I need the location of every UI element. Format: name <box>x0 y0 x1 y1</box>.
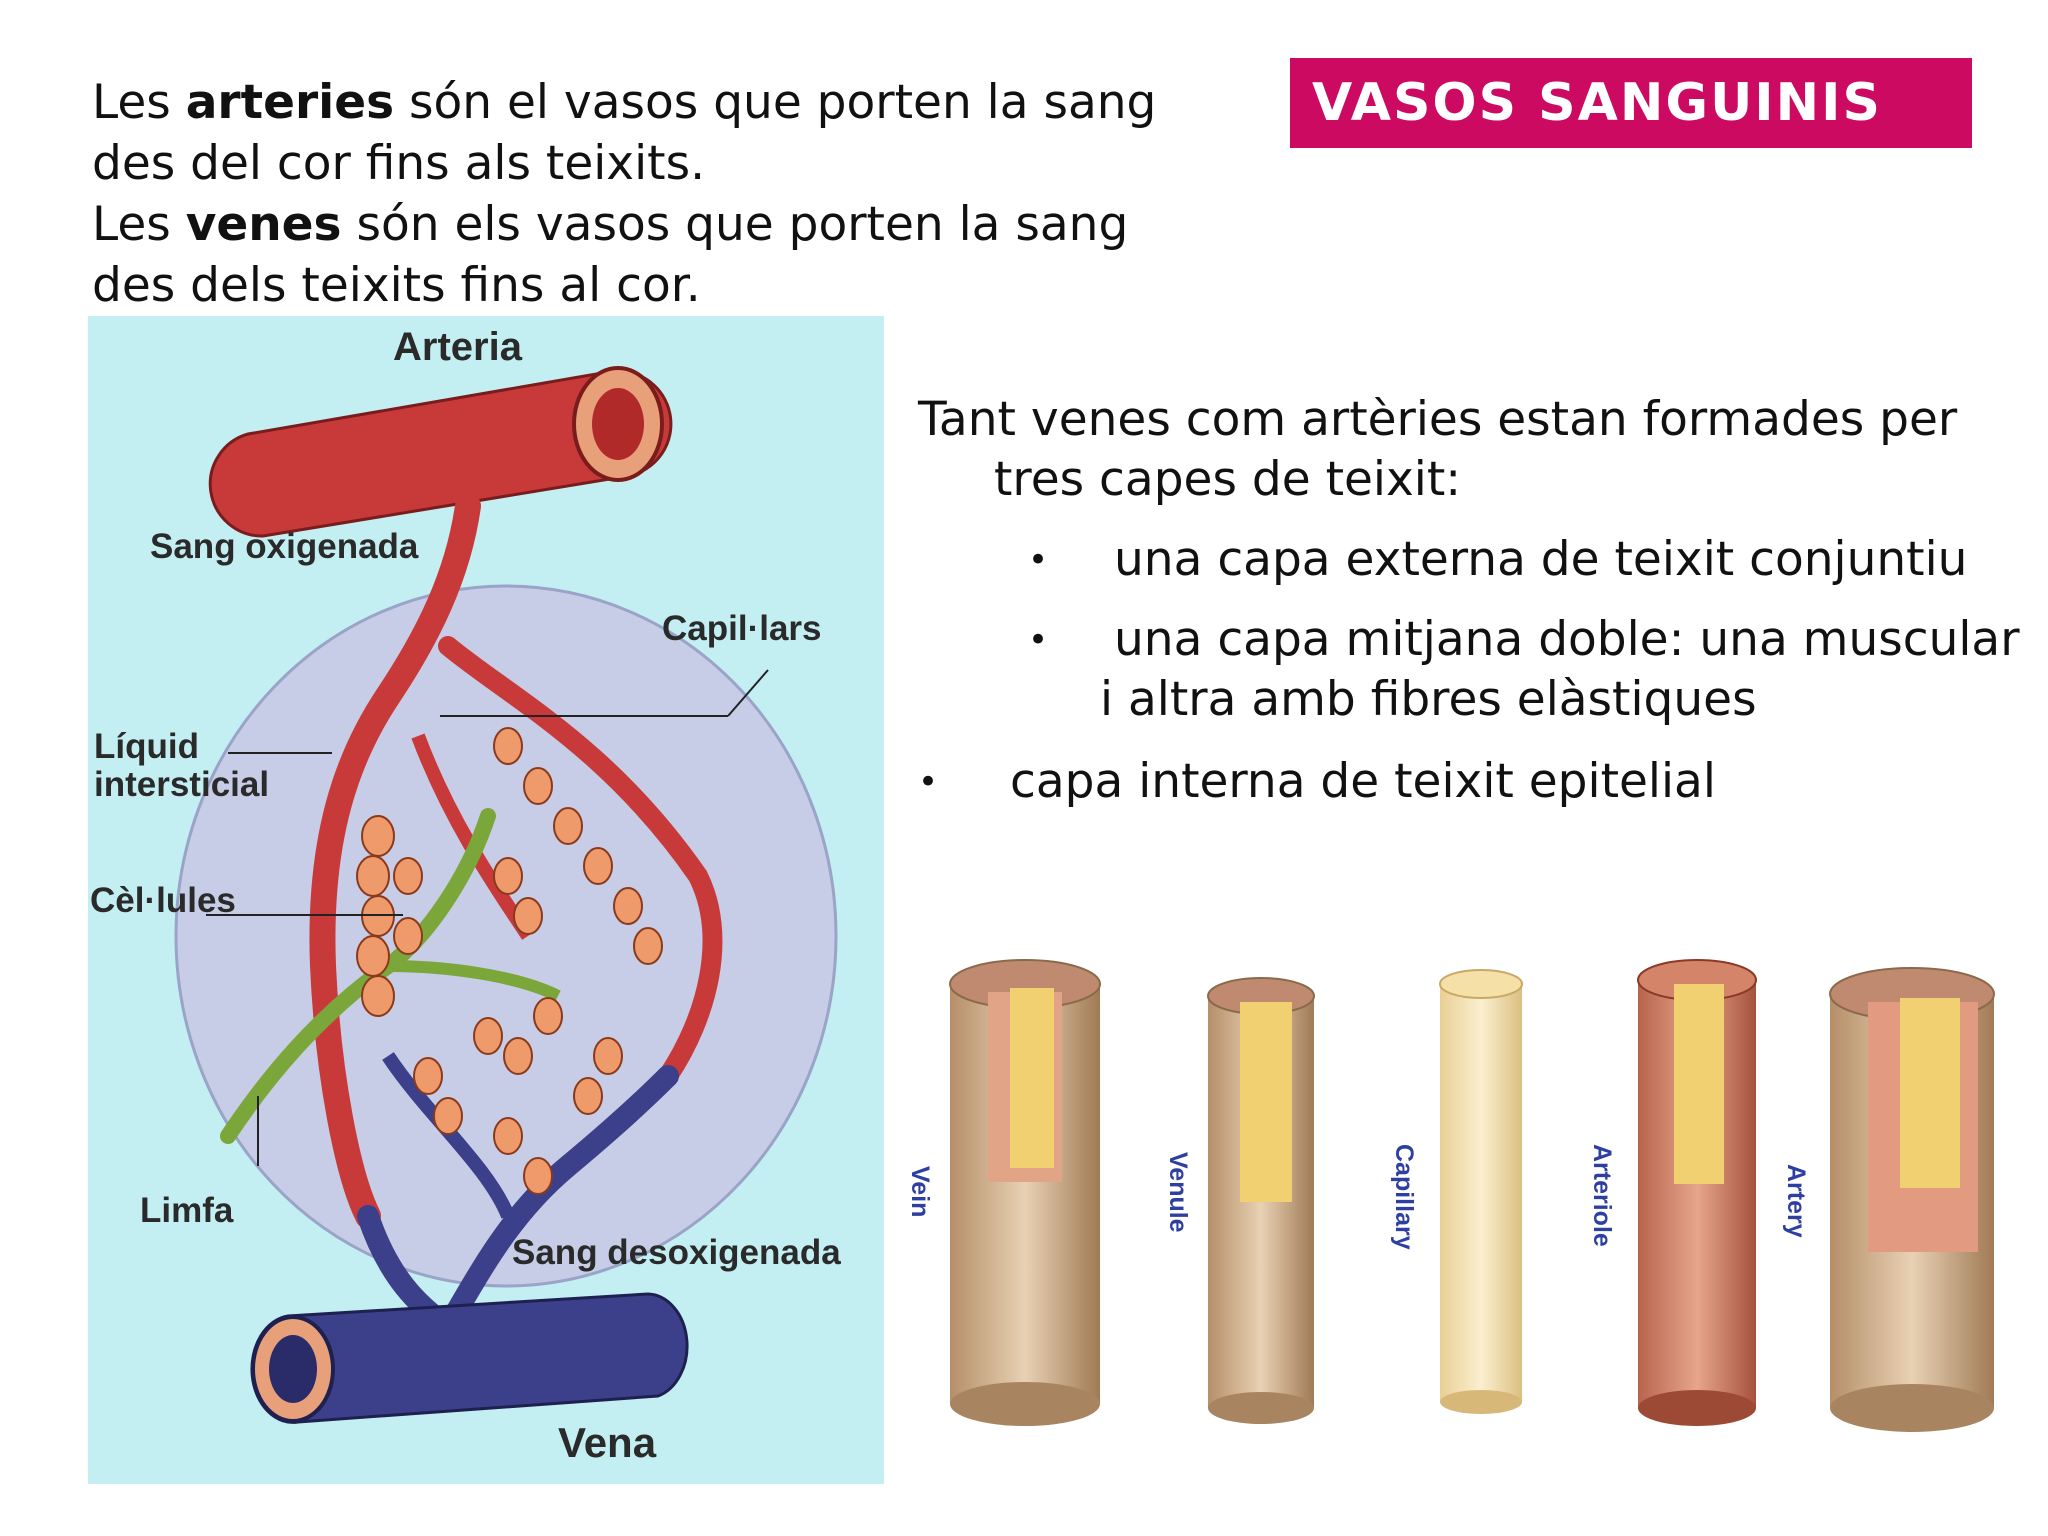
venule-branch <box>357 1065 679 1342</box>
label-vena: Vena <box>558 1419 657 1466</box>
page-title: VASOS SANGUINIS <box>1290 58 1972 148</box>
label-venule: Venule <box>1164 1152 1192 1233</box>
vessel-layers-text: Tant venes com artèries estan formades p… <box>918 390 2028 812</box>
label-liquid: Líquid intersticial <box>94 727 270 804</box>
cell-clusters <box>356 727 663 1195</box>
pointer-lines <box>206 669 769 1166</box>
label-arteria: Arteria <box>393 325 522 369</box>
capillary-bed-diagram: Arteria Sang oxigenada Capil·lars Líquid… <box>88 316 884 1484</box>
bullet-icon: • <box>1028 620 1049 660</box>
arteriole-cylinder <box>1637 959 1757 1426</box>
intro-text: Les arteries són el vasos que porten la … <box>92 72 1172 316</box>
label-capillary: Capillary <box>1390 1144 1418 1250</box>
label-vein: Vein <box>906 1166 934 1218</box>
arteries-term: arteries <box>185 75 395 130</box>
label-limfa: Limfa <box>140 1191 234 1230</box>
capillary-cylinder <box>1439 969 1523 1414</box>
bullet-icon: • <box>1028 540 1049 580</box>
artery-cylinder <box>1829 967 1995 1432</box>
arteriole-branch <box>309 493 481 1229</box>
label-sang-oxigenada: Sang oxigenada <box>150 527 419 566</box>
capillary-bed-illustration <box>174 366 838 1424</box>
label-capillars: Capil·lars <box>662 609 822 648</box>
bullet-icon: • <box>918 762 939 802</box>
veins-term: venes <box>185 197 342 252</box>
layers-list: • una capa externa de teixit conjuntiu •… <box>918 530 2028 812</box>
vessel-cylinders <box>949 959 1995 1432</box>
label-arteriole: Arteriole <box>1588 1144 1616 1247</box>
veins-definition: Les venes són els vasos que porten la sa… <box>92 197 1129 313</box>
venule-cylinder <box>1207 977 1315 1424</box>
label-sang-desoxigenada: Sang desoxigenada <box>512 1233 841 1272</box>
list-item: • una capa mitjana doble: una muscular i… <box>1028 612 2020 727</box>
list-item: • una capa externa de teixit conjuntiu <box>918 530 2028 590</box>
layers-lead: Tant venes com artèries estan formades p… <box>918 392 1958 507</box>
vein-cylinder <box>949 959 1101 1426</box>
label-artery: Artery <box>1782 1164 1810 1238</box>
list-item: • capa interna de teixit epitelial <box>918 752 2028 812</box>
arteries-definition: Les arteries són el vasos que porten la … <box>92 75 1157 191</box>
label-cellules: Cèl·lules <box>90 881 236 920</box>
vessel-comparison-illustration: Vein Venule Capillary Arteriole Artery <box>906 944 2036 1464</box>
